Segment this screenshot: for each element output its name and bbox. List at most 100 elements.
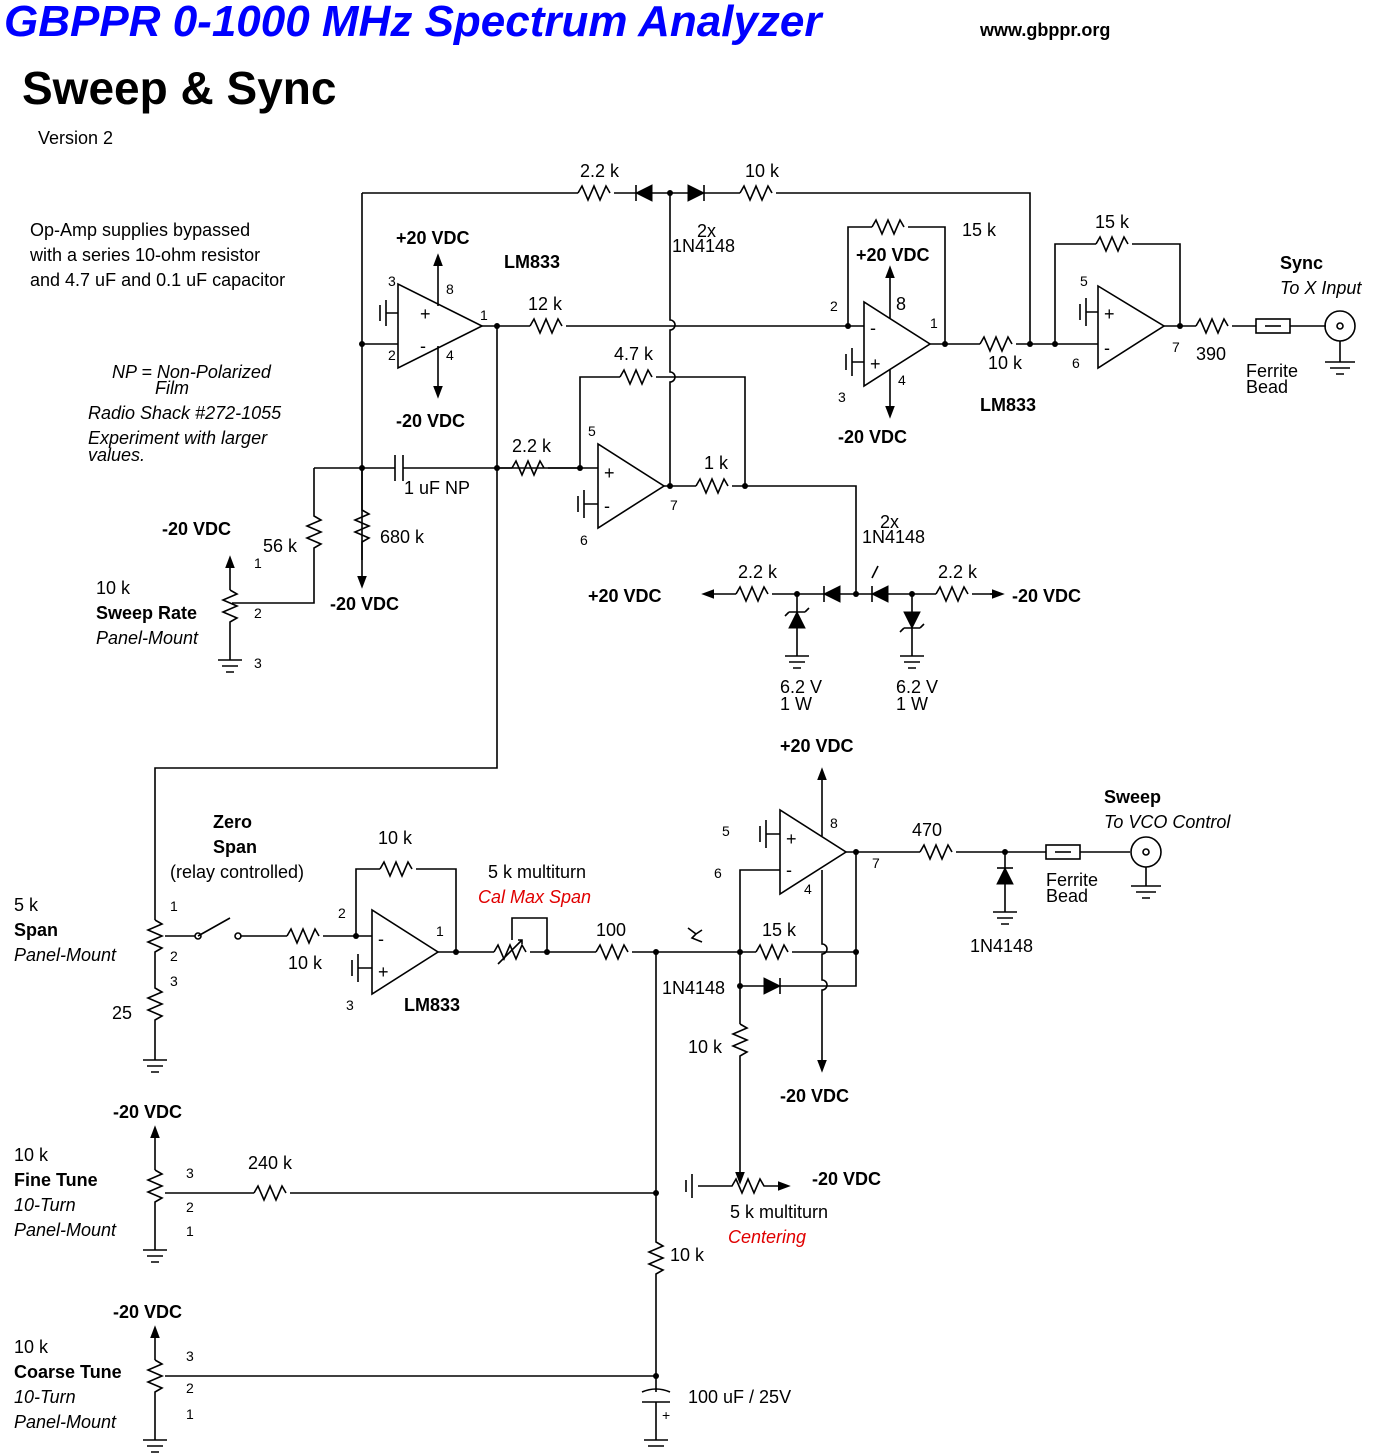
svg-text:1: 1 (930, 315, 938, 331)
ground-icon (379, 300, 398, 326)
svg-text:Panel-Mount: Panel-Mount (96, 628, 199, 648)
wire (669, 193, 676, 486)
coarse-tune-label: Coarse Tune (14, 1362, 122, 1382)
svg-text:-: - (786, 860, 792, 880)
diode-top-left (634, 184, 653, 202)
svg-text:10-Turn: 10-Turn (14, 1195, 76, 1215)
pot-cal-max-span (493, 939, 527, 965)
zener-right (903, 611, 921, 630)
svg-text:4: 4 (898, 372, 906, 388)
svg-text:-: - (1104, 338, 1110, 358)
resistor-2k2-left (735, 584, 769, 604)
svg-text:3: 3 (186, 1165, 194, 1181)
svg-text:1: 1 (254, 555, 262, 571)
svg-text:Experiment with larger: Experiment with larger (88, 428, 268, 448)
ground-icon (685, 1174, 693, 1198)
sync-label: Sync (1280, 253, 1323, 273)
wire (154, 326, 498, 920)
svg-text:4: 4 (446, 347, 454, 363)
resistor-10k-fb (379, 859, 413, 879)
wire (740, 852, 857, 953)
svg-text:+: + (420, 304, 431, 324)
svg-text:3: 3 (254, 655, 262, 671)
lm833-label-1: LM833 (504, 252, 560, 272)
svg-text:-20 VDC: -20 VDC (780, 1086, 849, 1106)
svg-text:100: 100 (596, 920, 626, 940)
pot-coarse-tune (145, 1359, 165, 1440)
zener-left (788, 610, 806, 629)
svg-text:7: 7 (872, 855, 880, 871)
switch-zero-span (165, 917, 372, 937)
svg-text:-20 VDC: -20 VDC (330, 594, 399, 614)
vneg-label-1: -20 VDC (396, 411, 465, 431)
ground-icon (218, 659, 242, 673)
svg-text:1: 1 (186, 1223, 194, 1239)
test-point-icon (687, 927, 703, 943)
svg-text:8: 8 (830, 815, 838, 831)
bypass-note: Op-Amp supplies bypassed with a series 1… (29, 220, 285, 290)
ground-icon (143, 1439, 167, 1453)
ground-icon (1131, 867, 1161, 899)
svg-text:2.2 k: 2.2 k (738, 562, 778, 582)
wire (739, 869, 780, 1024)
svg-text:+20 VDC: +20 VDC (856, 245, 930, 265)
svg-text:+: + (604, 463, 615, 483)
version: Version 2 (38, 128, 113, 148)
svg-text:10 k: 10 k (670, 1245, 705, 1265)
opamp-4: + - 5 6 7 (1072, 273, 1180, 371)
svg-text:1N4148: 1N4148 (662, 978, 725, 998)
wire (847, 226, 946, 344)
label-1uf: 1 uF NP (404, 478, 470, 498)
ground-icon (845, 348, 864, 376)
svg-text:5: 5 (588, 423, 596, 439)
svg-text:Span: Span (213, 837, 257, 857)
svg-text:6: 6 (580, 532, 588, 548)
ground-icon (1079, 298, 1098, 326)
label-10k-top: 10 k (745, 161, 780, 181)
cal-pot-label: 5 k multiturn (488, 862, 586, 882)
pot-sweep-rate (220, 589, 240, 660)
svg-text:To VCO Control: To VCO Control (1104, 812, 1231, 832)
opamp-6: + - 5 6 8 4 7 (714, 767, 880, 1073)
resistor-240k (253, 1183, 287, 1203)
svg-text:2: 2 (170, 948, 178, 964)
svg-text:2: 2 (338, 905, 346, 921)
svg-text:3: 3 (170, 973, 178, 989)
svg-text:(relay controlled): (relay controlled) (170, 862, 304, 882)
svg-text:3: 3 (186, 1348, 194, 1364)
ground-icon (577, 490, 598, 518)
fine-tune-label: Fine Tune (14, 1170, 98, 1190)
ground-icon (900, 655, 924, 669)
page-subtitle: Sweep & Sync (22, 62, 336, 114)
pot-span (145, 919, 165, 1060)
svg-text:56 k: 56 k (263, 536, 298, 556)
vpos-label-1: +20 VDC (396, 228, 470, 248)
svg-text:-: - (420, 336, 426, 356)
svg-text:+: + (786, 829, 797, 849)
resistor-680k (352, 468, 372, 589)
svg-text:8: 8 (446, 281, 454, 297)
svg-text:Ferrite: Ferrite (1046, 870, 1098, 890)
wire (355, 868, 457, 952)
svg-text:1 W: 1 W (896, 694, 928, 714)
svg-text:Op-Amp supplies bypassed: Op-Amp supplies bypassed (30, 220, 250, 240)
pot-fine-tune (145, 1169, 165, 1250)
opamp-3: - + 2 8 4 3 1 (830, 265, 938, 419)
svg-text:10 k: 10 k (688, 1037, 723, 1057)
svg-text:Radio Shack #272-1055: Radio Shack #272-1055 (88, 403, 282, 423)
svg-text:-20 VDC: -20 VDC (838, 427, 907, 447)
svg-text:1N4148: 1N4148 (672, 236, 735, 256)
ferrite-bead-sync (1255, 318, 1291, 334)
zener-right-label: 6.2 V (896, 677, 938, 697)
label-2k2-top: 2.2 k (580, 161, 620, 181)
svg-text:3: 3 (388, 273, 396, 289)
svg-text:6: 6 (714, 865, 722, 881)
svg-text:Panel-Mount: Panel-Mount (14, 1220, 117, 1240)
svg-text:Ferrite: Ferrite (1246, 361, 1298, 381)
svg-text:NP = Non-Polarized: NP = Non-Polarized (112, 362, 272, 382)
ground-icon (1325, 341, 1355, 375)
resistor-4k7 (619, 367, 653, 387)
svg-text:10 k: 10 k (988, 353, 1023, 373)
svg-text:1: 1 (436, 923, 444, 939)
svg-text:+20 VDC: +20 VDC (780, 736, 854, 756)
